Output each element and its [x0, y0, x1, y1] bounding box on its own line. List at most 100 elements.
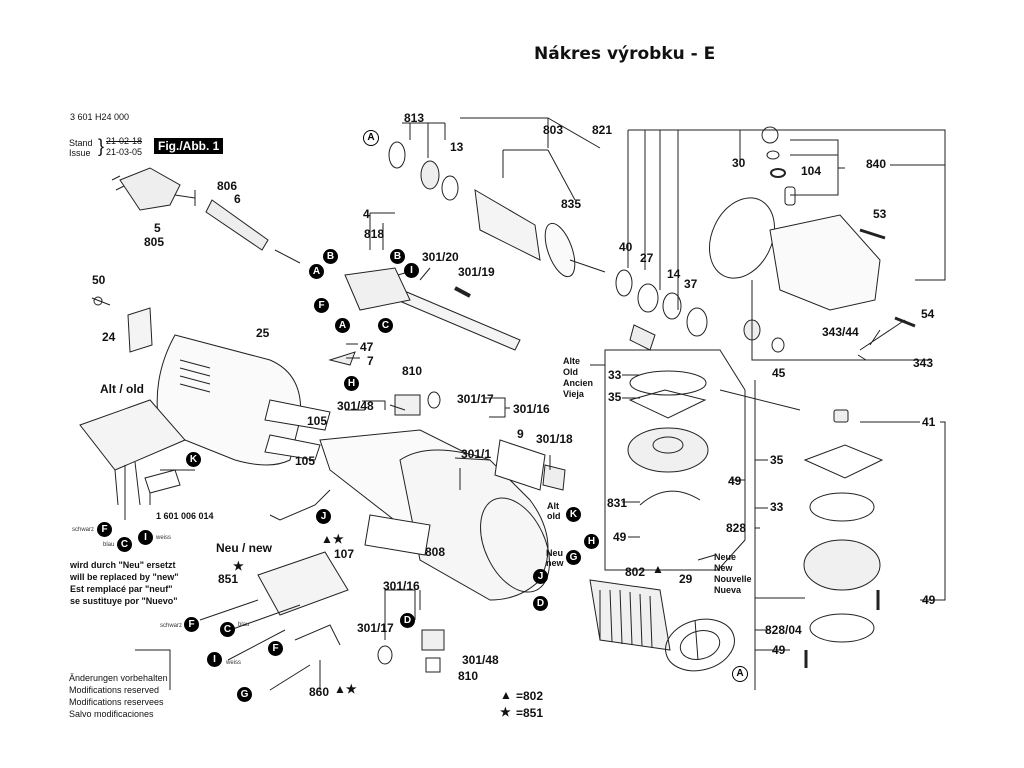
- legend-star-icon: ★: [500, 705, 511, 719]
- neu-new-label: Neu / new: [216, 541, 273, 555]
- part-25: 25: [256, 326, 270, 340]
- issue-label: Issue: [69, 148, 91, 158]
- part-301-18: 301/18: [536, 432, 573, 446]
- cap-drawing: [761, 126, 779, 144]
- brace-icon: }: [98, 136, 105, 156]
- part-9: 9: [517, 427, 524, 441]
- marker-c: C: [378, 318, 393, 333]
- part-49-new-b: 49: [772, 643, 786, 657]
- figure-badge: Fig./Abb. 1: [154, 138, 224, 154]
- part-301-19: 301/19: [458, 265, 495, 279]
- part-840: 840: [866, 157, 887, 171]
- wire-schwarz-new: schwarz: [160, 623, 183, 629]
- marker-d-bottom: D: [400, 613, 415, 628]
- part-860: 860: [309, 685, 330, 699]
- legend-star-value: =851: [516, 706, 544, 720]
- triangle-802-icon: ▲: [652, 562, 664, 576]
- neue-label-de: Neue: [714, 552, 737, 562]
- replaced-note-fr: Est remplacé par "neuf": [70, 584, 173, 594]
- part-5: 5: [154, 221, 161, 235]
- alt-short: Alt: [547, 501, 559, 511]
- marker-a-outline: A: [363, 130, 379, 146]
- wire-schwarz-old: schwarz: [72, 527, 95, 533]
- part-27: 27: [640, 251, 654, 265]
- part-105-a: 105: [307, 414, 328, 428]
- alte-label-de: Alte: [563, 356, 581, 366]
- armature-drawing: [388, 141, 606, 278]
- part-45: 45: [772, 366, 786, 380]
- part-13: 13: [450, 140, 464, 154]
- switch-rod-drawing: [396, 289, 521, 351]
- new-short: new: [546, 558, 564, 568]
- marker-c-new: C: [220, 622, 235, 637]
- old-switch-drawing: [79, 399, 186, 520]
- part-105-b: 105: [295, 454, 316, 468]
- part-7: 7: [367, 354, 374, 368]
- old-short: old: [547, 511, 561, 521]
- issue-date: 21-03-05: [106, 147, 143, 157]
- marker-f-new-2: F: [268, 641, 283, 656]
- neue-label-es: Nueva: [714, 585, 742, 595]
- part-35-old: 35: [608, 390, 622, 404]
- switch-drawing: [344, 267, 411, 311]
- part-803: 803: [543, 123, 564, 137]
- part-301-16-b: 301/16: [383, 579, 420, 593]
- marker-i-new: I: [207, 652, 222, 667]
- marker-i: I: [404, 263, 419, 278]
- part-14: 14: [667, 267, 681, 281]
- wire-weiss-new: weiss: [226, 660, 242, 666]
- modifications-note-es: Salvo modificaciones: [69, 709, 154, 719]
- part-37: 37: [684, 277, 698, 291]
- alte-label-es: Vieja: [563, 389, 584, 399]
- part-35-new: 35: [770, 453, 784, 467]
- part-301-48-b: 301/48: [462, 653, 499, 667]
- neue-label-fr: Nouvelle: [714, 574, 752, 584]
- new-switch-drawing: [199, 551, 349, 691]
- marker-a-outline-2: A: [732, 666, 748, 682]
- part-813: 813: [404, 111, 425, 125]
- modifications-note-de: Änderungen vorbehalten: [69, 673, 168, 683]
- part-53: 53: [873, 207, 887, 221]
- bearing-37-drawing: [686, 307, 708, 337]
- part-808: 808: [425, 545, 446, 559]
- cover-drawing: [91, 296, 153, 353]
- part-810-b: 810: [458, 669, 479, 683]
- part-104: 104: [801, 164, 822, 178]
- part-1601006014: 1 601 006 014: [156, 511, 214, 521]
- part-33-new: 33: [770, 500, 784, 514]
- part-301-16: 301/16: [513, 402, 550, 416]
- neu-short: Neu: [546, 548, 564, 558]
- triangle-star-860: ▲★: [334, 682, 357, 696]
- marker-g: G: [566, 550, 581, 565]
- part-40: 40: [619, 240, 633, 254]
- marker-d: D: [533, 596, 548, 611]
- plate-30-drawing: [709, 197, 775, 279]
- replaced-note-es: se sustituye por "Nuevo": [70, 596, 178, 606]
- marker-j: J: [316, 509, 331, 524]
- part-33-old: 33: [608, 368, 622, 382]
- part-301-17: 301/17: [457, 392, 494, 406]
- legend-triangle-icon: ▲: [500, 688, 512, 702]
- part-50: 50: [92, 273, 106, 287]
- alte-label-en: Old: [563, 367, 578, 377]
- marker-b: B: [323, 249, 338, 264]
- marker-k-old: K: [186, 452, 201, 467]
- neue-label-en: New: [714, 563, 733, 573]
- part-49-old-b: 49: [613, 530, 627, 544]
- wire-blau-new: blau: [238, 622, 250, 628]
- part-802: 802: [625, 565, 646, 579]
- alte-label-fr: Ancien: [563, 378, 594, 388]
- part-810: 810: [402, 364, 423, 378]
- part-835: 835: [561, 197, 582, 211]
- replaced-note-en: will be replaced by "new": [70, 572, 179, 582]
- modifications-note-en: Modifications reserved: [69, 685, 160, 695]
- part-805: 805: [144, 235, 165, 249]
- part-41: 41: [922, 415, 936, 429]
- replaced-note-de: wird durch "Neu" ersetzt: [70, 560, 176, 570]
- wire-weiss-old: weiss: [156, 535, 172, 541]
- part-29: 29: [679, 572, 693, 586]
- part-821: 821: [592, 123, 613, 137]
- part-343-44: 343/44: [822, 325, 859, 339]
- part-343: 343: [913, 356, 934, 370]
